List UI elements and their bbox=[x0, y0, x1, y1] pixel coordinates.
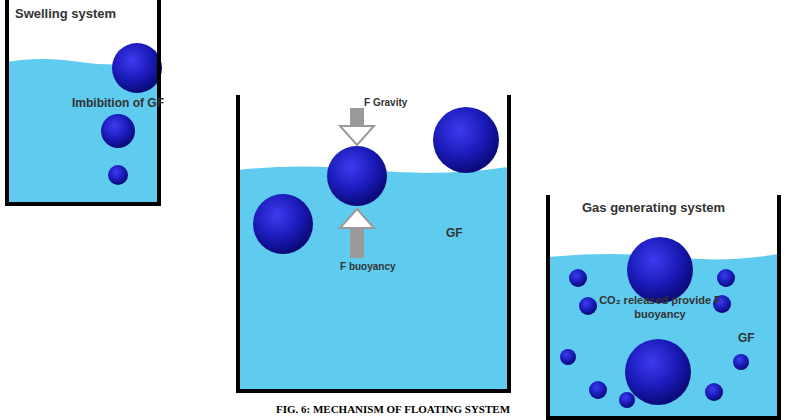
beaker-wall bbox=[238, 95, 509, 391]
swelling-tablet bbox=[112, 43, 162, 93]
beaker-outline bbox=[546, 195, 781, 420]
gas-bubble bbox=[589, 381, 607, 399]
beaker-label: F Gravity bbox=[364, 97, 444, 110]
beaker-label: GF bbox=[446, 226, 486, 241]
beaker-label: Imbibition of GF bbox=[58, 96, 178, 111]
buoyancy-arrow-head bbox=[340, 209, 374, 228]
beaker-label: F buoyancy bbox=[340, 261, 430, 274]
beaker-label: CO₂ released provide F buoyancy bbox=[595, 294, 725, 322]
gas-bubble bbox=[569, 269, 587, 287]
gas-bubble bbox=[579, 297, 597, 315]
beaker-label: Gas generating system bbox=[582, 200, 762, 216]
floating-tablet bbox=[625, 339, 691, 405]
beaker: Swelling systemImbibition of GF bbox=[5, 0, 161, 206]
beaker: Gas generating systemCO₂ released provid… bbox=[546, 195, 781, 420]
beaker-label: Swelling system bbox=[15, 6, 155, 22]
floating-tablet bbox=[253, 194, 313, 254]
gravity-arrow-head bbox=[340, 126, 374, 145]
buoyancy-arrow-shaft bbox=[350, 228, 364, 258]
beaker: F Gravity F buoyancy GF bbox=[236, 95, 511, 393]
gravity-arrow-shaft bbox=[350, 108, 364, 126]
beaker-outline bbox=[236, 95, 511, 393]
beaker-label: GF bbox=[738, 331, 778, 346]
gas-bubble bbox=[733, 354, 749, 370]
figure-caption: FIG. 6: MECHANISM OF FLOATING SYSTEM bbox=[200, 403, 586, 415]
floating-tablet bbox=[327, 146, 387, 206]
beaker-wall bbox=[548, 195, 779, 418]
gas-bubble bbox=[619, 392, 635, 408]
swelling-tablet bbox=[108, 165, 128, 185]
floating-tablet bbox=[627, 237, 693, 303]
swelling-tablet bbox=[101, 114, 135, 148]
floating-tablet bbox=[433, 107, 499, 173]
gas-bubble bbox=[705, 383, 723, 401]
gas-bubble bbox=[560, 349, 576, 365]
gas-bubble bbox=[717, 269, 735, 287]
